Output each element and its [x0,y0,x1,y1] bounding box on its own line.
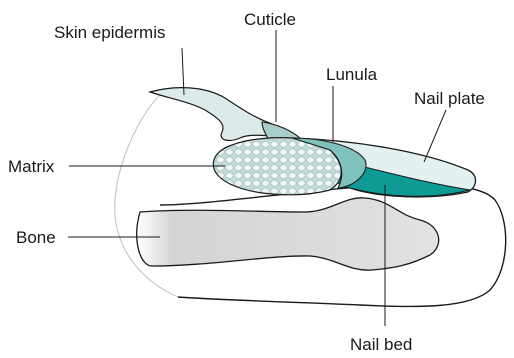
leader-nail-plate [424,110,446,162]
label-nail-plate: Nail plate [414,89,485,108]
label-matrix: Matrix [8,157,55,176]
label-nail-bed: Nail bed [350,335,412,354]
label-bone: Bone [16,228,56,247]
fingertip-soft-tissue-edge [115,95,178,297]
label-skin-epidermis: Skin epidermis [54,23,166,42]
label-lunula: Lunula [326,65,378,84]
label-cuticle: Cuticle [244,10,296,29]
